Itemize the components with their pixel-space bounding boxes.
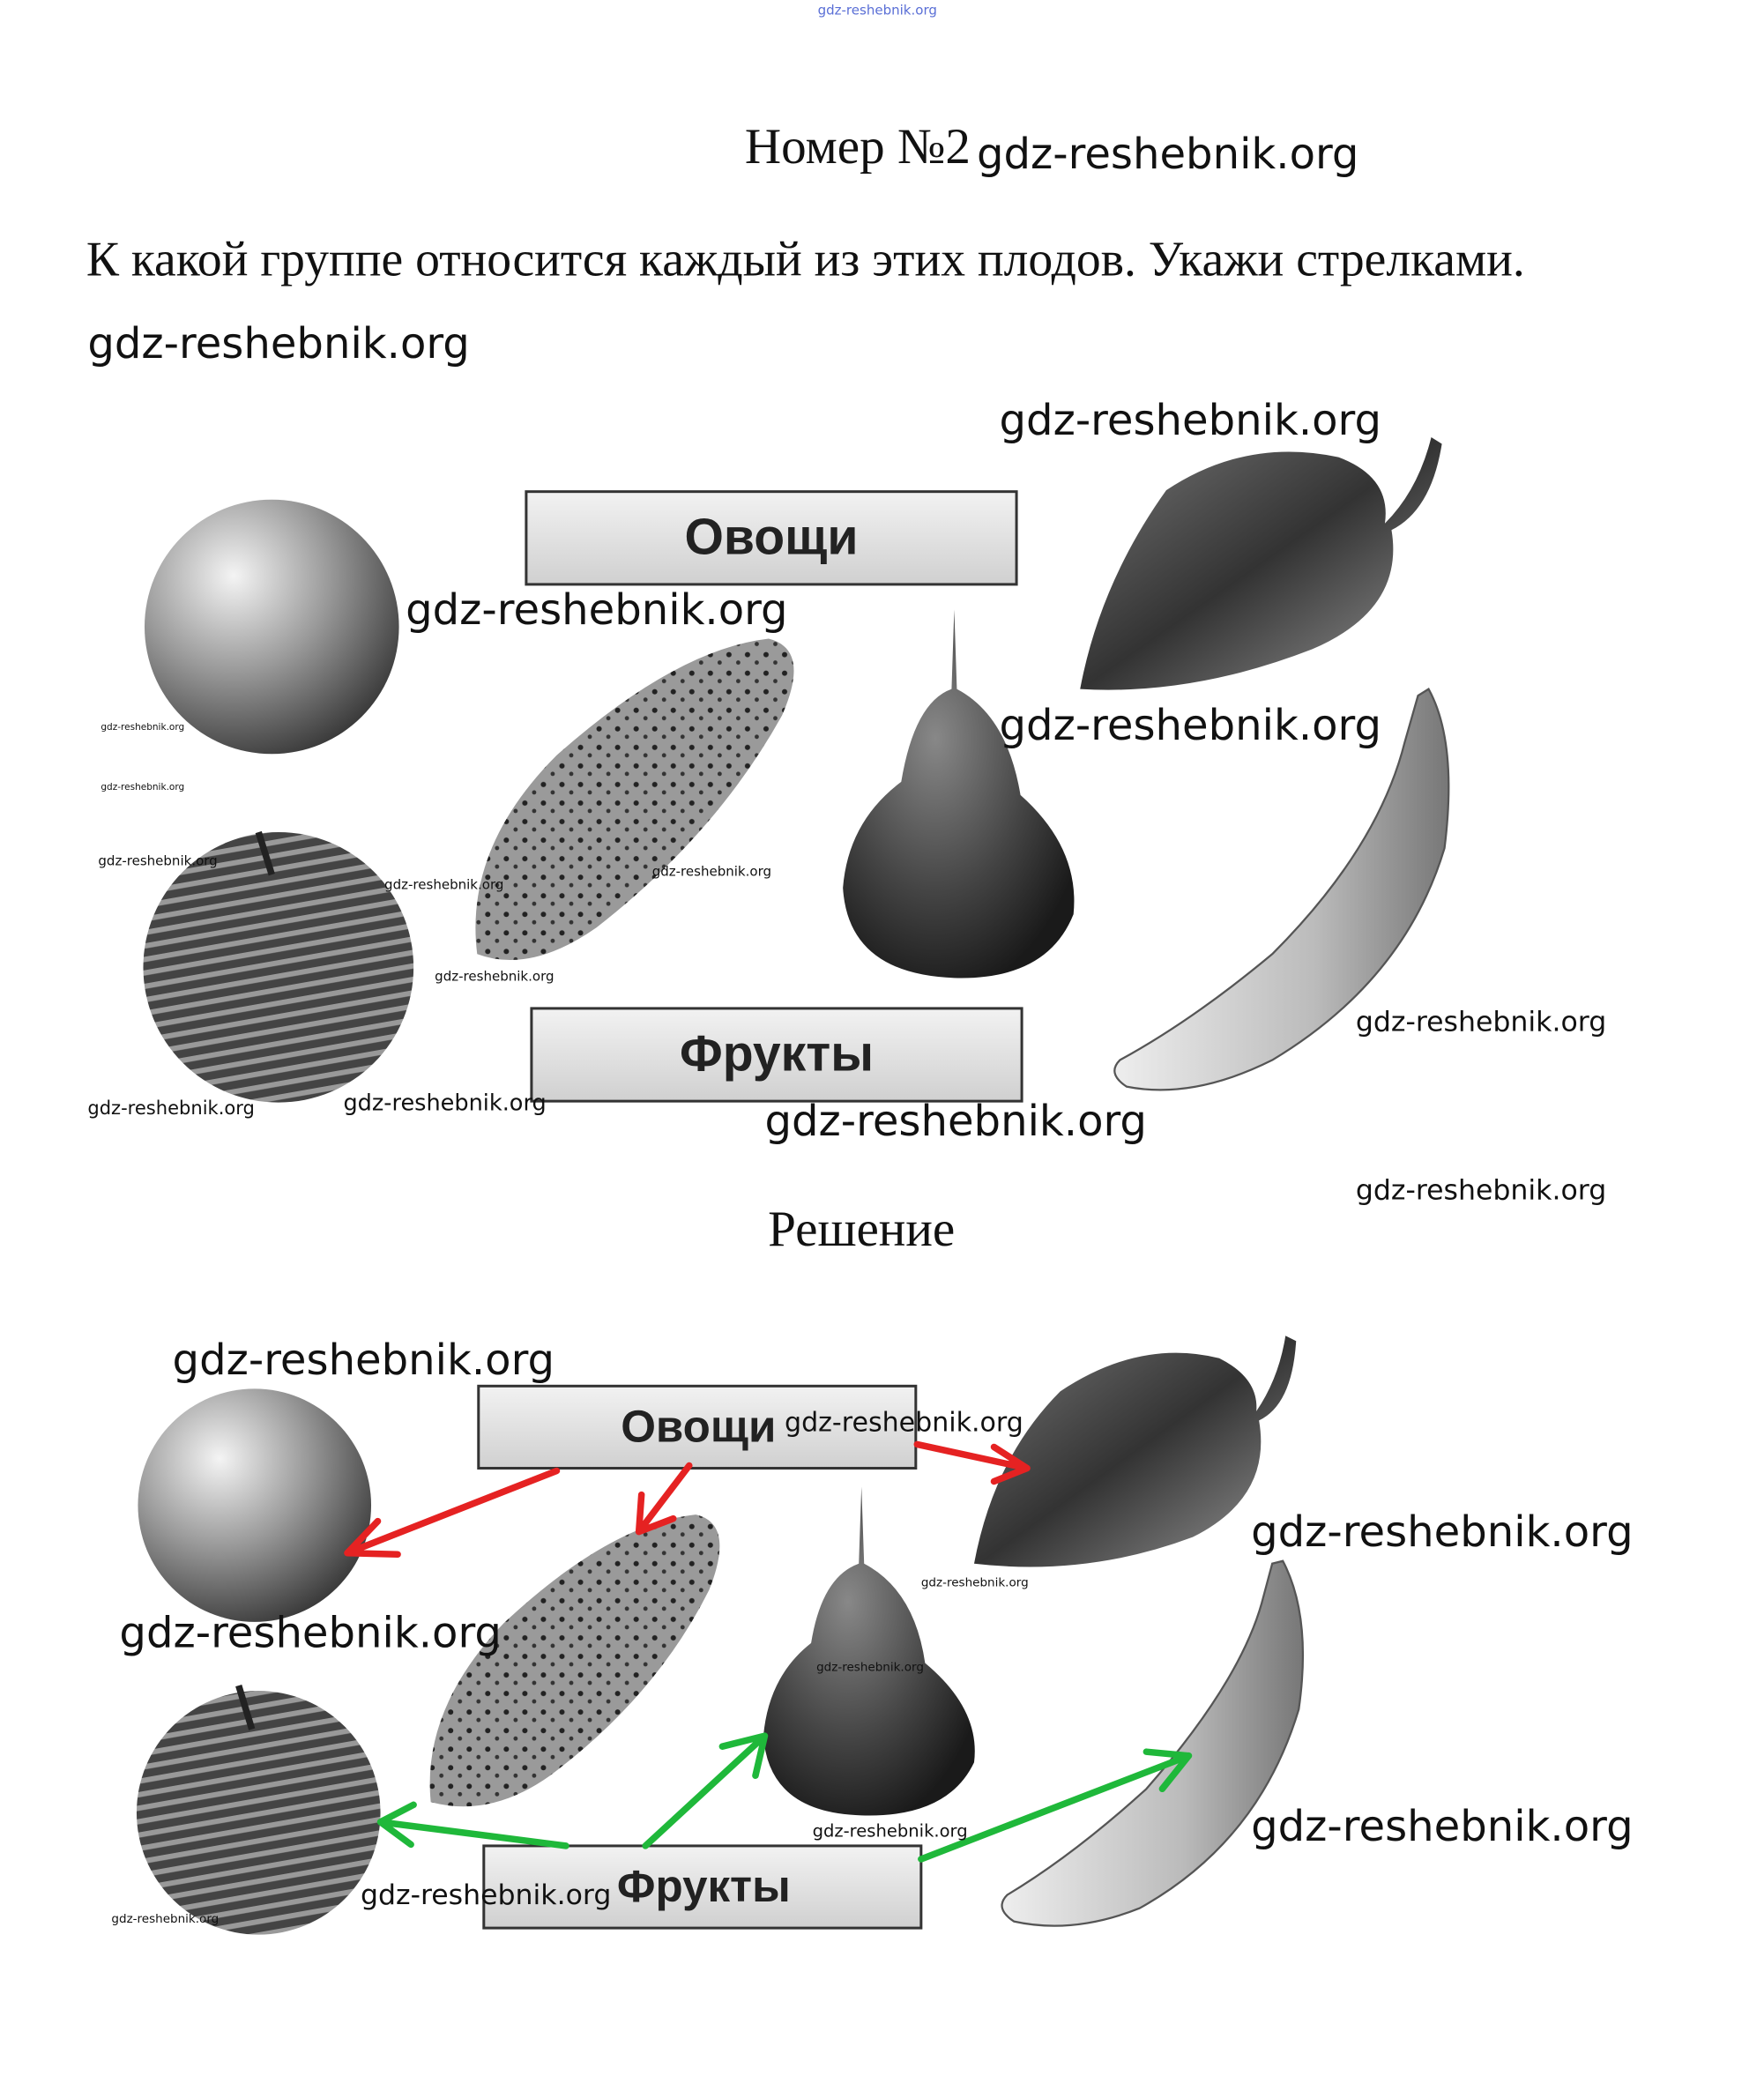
watermark: gdz-reshebnik.org [816,1660,924,1674]
watermark: gdz-reshebnik.org [87,319,469,368]
watermark: gdz-reshebnik.org [1356,1006,1606,1038]
banana-image [1113,688,1450,1091]
watermark: gdz-reshebnik.org [100,722,184,733]
arrow-to-cucumber [635,1462,693,1536]
solution-illustration: Овощи Фрукты gdz-reshebnik.org gdz-reshe… [111,1336,1634,1935]
vegetables-label-box: Овощи [477,1384,918,1470]
solution-heading: Решение [768,1202,955,1257]
apple-image [138,1388,372,1622]
striped-apple-image [143,831,414,1103]
pepper-image [1080,437,1442,690]
arrow-to-pepper [913,1440,1031,1485]
watermark: gdz-reshebnik.org [111,1912,219,1926]
apple-stem [255,830,275,876]
watermark: gdz-reshebnik.org [1356,1174,1606,1206]
watermark: gdz-reshebnik.org [1000,396,1381,445]
watermark: gdz-reshebnik.org [813,1820,968,1841]
watermark: gdz-reshebnik.org [100,782,184,792]
watermark: gdz-reshebnik.org [921,1575,1029,1589]
watermark: gdz-reshebnik.org [406,585,787,635]
banana-image [1001,1559,1305,1927]
exercise-illustration: Овощи Фрукты gdz-reshebnik.org gdz-reshe… [87,396,1606,1206]
arrow-to-striped-apple [376,1801,569,1849]
top-watermark: gdz-reshebnik.org [818,3,937,19]
watermark: gdz-reshebnik.org [1251,1507,1633,1557]
pepper-image [973,1336,1297,1567]
fruits-label-box: Фрукты [530,1007,1023,1103]
cucumber-image [475,638,794,961]
watermark: gdz-reshebnik.org [1000,701,1381,750]
exercise-number: Номер №2 [745,119,971,175]
striped-apple-image [136,1691,381,1935]
watermark: gdz-reshebnik.org [384,877,503,893]
watermark: gdz-reshebnik.org [343,1090,546,1117]
watermark: gdz-reshebnik.org [1251,1802,1633,1851]
watermark: gdz-reshebnik.org [977,130,1358,179]
fruits-label: Фрукты [617,1861,791,1911]
watermark: gdz-reshebnik.org [652,864,771,880]
pear-image [763,1486,975,1816]
vegetables-label-box: Овощи [525,490,1018,586]
watermark: gdz-reshebnik.org [119,1608,501,1657]
vegetables-label: Овощи [685,509,859,565]
vegetable-arrows [344,1440,1031,1558]
arrow-to-banana [918,1748,1193,1863]
apple-image [144,499,399,755]
watermark: gdz-reshebnik.org [785,1407,1023,1438]
arrow-to-apple [344,1467,561,1558]
pear-image [843,609,1075,979]
vegetables-label: Овощи [621,1401,776,1451]
watermark: gdz-reshebnik.org [87,1097,255,1119]
fruits-label-box: Фрукты [482,1844,923,1930]
watermark: gdz-reshebnik.org [98,853,217,869]
cucumber-image [429,1514,720,1807]
watermark: gdz-reshebnik.org [435,968,554,984]
watermark: gdz-reshebnik.org [764,1097,1146,1146]
fruit-arrows [376,1732,1193,1863]
question-text: К какой группе относится каждый из этих … [86,233,1525,287]
watermark: gdz-reshebnik.org [173,1336,555,1385]
fruits-label: Фрукты [680,1026,874,1083]
watermark: gdz-reshebnik.org [361,1879,611,1911]
arrow-to-pear [642,1732,769,1849]
apple-stem [235,1684,256,1730]
